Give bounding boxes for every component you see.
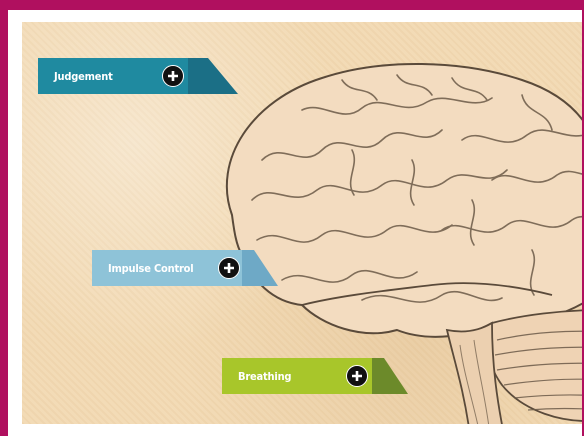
impulse-control-tail <box>242 250 278 286</box>
page-frame: Judgement Impulse Control Breath <box>8 10 582 436</box>
plus-circle-icon[interactable] <box>346 365 368 387</box>
breathing-tail <box>372 358 408 394</box>
impulse-control-tag[interactable]: Impulse Control <box>92 250 278 286</box>
breathing-label: Breathing <box>222 370 291 383</box>
plus-circle-icon[interactable] <box>218 257 240 279</box>
impulse-control-label: Impulse Control <box>92 262 193 275</box>
plus-circle-icon[interactable] <box>162 65 184 87</box>
parchment-background: Judgement Impulse Control Breath <box>22 22 582 424</box>
judgement-label: Judgement <box>38 70 113 83</box>
judgement-tag[interactable]: Judgement <box>38 58 238 94</box>
breathing-tag[interactable]: Breathing <box>222 358 408 394</box>
judgement-tail <box>188 58 238 94</box>
